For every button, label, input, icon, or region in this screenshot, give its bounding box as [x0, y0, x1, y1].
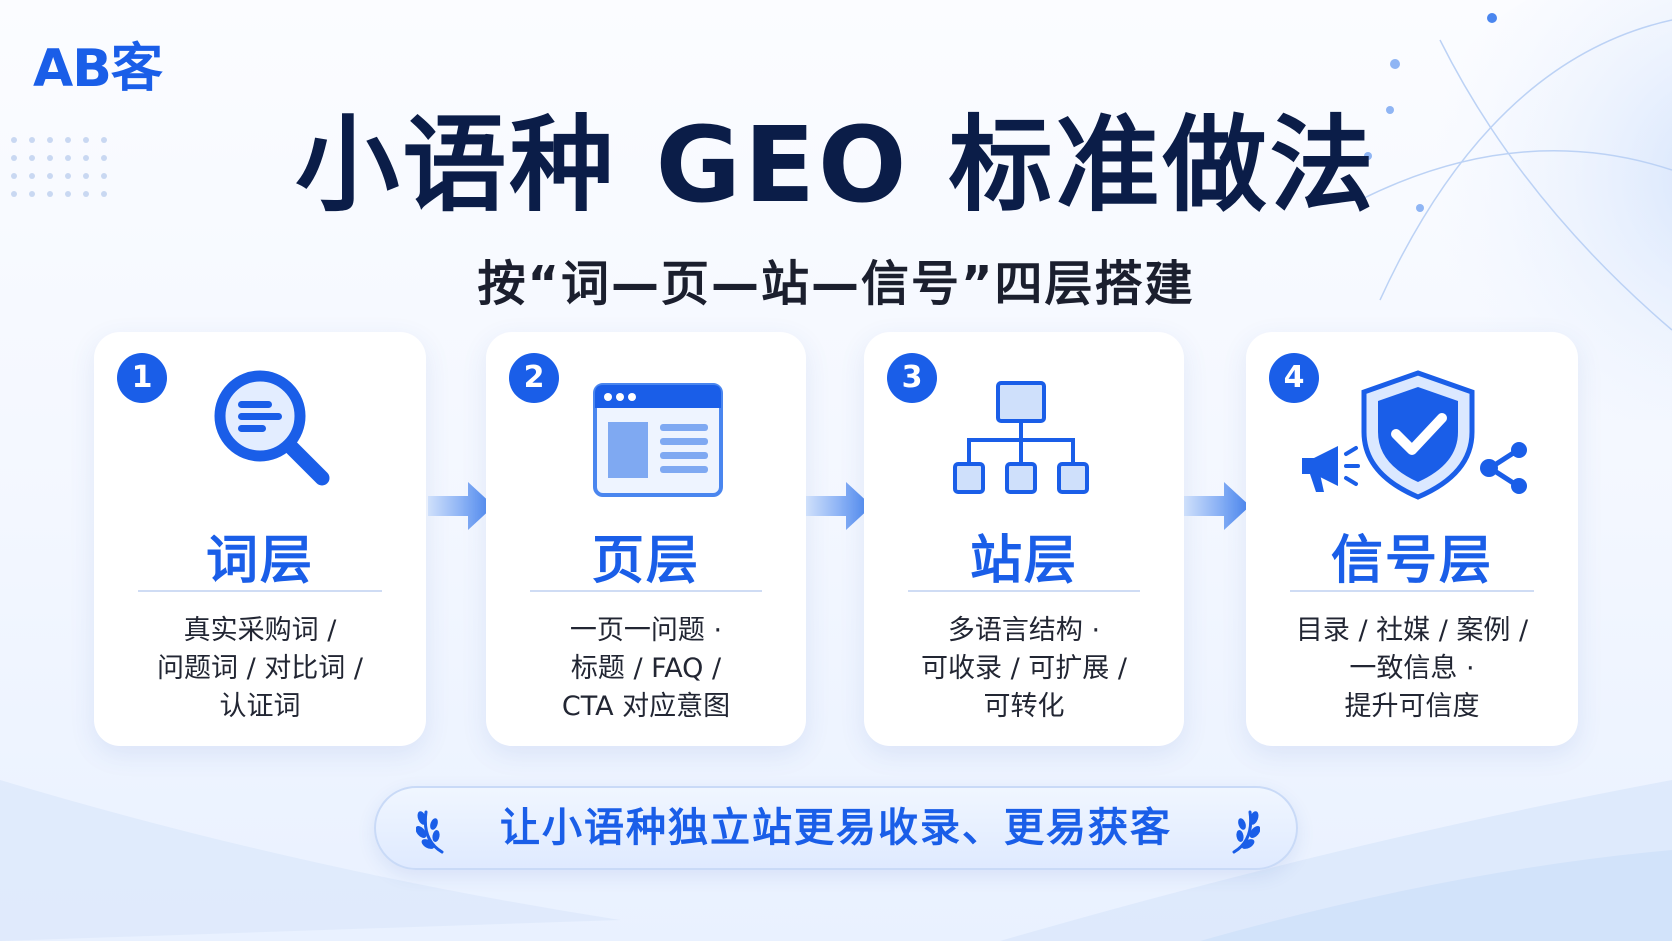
- step-card-4: 4 信号层 目录 / 社媒 / 案例 / 一致信息 · 提升可信度: [1246, 332, 1578, 746]
- description-line: 多语言结构 ·: [947, 615, 1101, 646]
- shield-check-icon: [1361, 370, 1475, 500]
- description-line: 一页一问题 ·: [569, 615, 723, 646]
- divider: [530, 590, 762, 592]
- step-card-3: 3 站层 多语言结构 · 可收录 / 可扩展 / 可转化: [864, 332, 1184, 746]
- megaphone-icon: [1302, 446, 1360, 492]
- step-title: 词层: [205, 531, 314, 591]
- step-card-1: 1 词层 真实采购词 / 问题词 / 对比词 / 认证词: [94, 332, 426, 746]
- description-line: 目录 / 社媒 / 案例 /: [1295, 615, 1529, 646]
- step-title: 页层: [591, 531, 700, 591]
- description-line: 可收录 / 可扩展 /: [921, 653, 1127, 684]
- brand-logo: AB客: [33, 39, 163, 99]
- step-description: 真实采购词 / 问题词 / 对比词 / 认证词: [94, 612, 426, 726]
- share-icon: [1480, 442, 1527, 494]
- footer-banner: 让小语种独立站更易收录、更易获客: [374, 786, 1298, 870]
- page-title: 小语种 GEO 标准做法: [295, 104, 1377, 226]
- description-line: 认证词: [219, 691, 301, 722]
- step-title: 站层: [969, 531, 1078, 591]
- page-subtitle: 按“词—页—站—信号”四层搭建: [477, 256, 1195, 312]
- description-line: 提升可信度: [1344, 691, 1480, 722]
- webpage-icon: [593, 383, 723, 497]
- divider: [138, 590, 382, 592]
- laurel-right-icon: [1232, 810, 1260, 854]
- step-title: 信号层: [1330, 531, 1493, 591]
- description-line: 问题词 / 对比词 /: [157, 653, 363, 684]
- arrow-right-icon: [1184, 482, 1250, 530]
- search-icon: [214, 370, 330, 486]
- step-description: 多语言结构 · 可收录 / 可扩展 / 可转化: [864, 612, 1184, 726]
- step-number-badge: 2: [509, 353, 559, 403]
- divider: [908, 590, 1140, 592]
- description-line: CTA 对应意图: [561, 691, 731, 722]
- arrow-right-icon: [428, 482, 494, 530]
- description-line: 标题 / FAQ /: [570, 653, 722, 684]
- arrow-right-icon: [806, 482, 872, 530]
- step-description: 一页一问题 · 标题 / FAQ / CTA 对应意图: [486, 612, 806, 726]
- step-number-badge: 1: [117, 353, 167, 403]
- description-line: 可转化: [983, 691, 1065, 722]
- step-card-2: 2 页层 一页一问题 · 标题 / FAQ / CTA 对应意图: [486, 332, 806, 746]
- description-line: 一致信息 ·: [1349, 653, 1475, 684]
- step-number-badge: 4: [1269, 353, 1319, 403]
- sitemap-icon: [953, 381, 1089, 494]
- laurel-left-icon: [416, 810, 444, 854]
- step-number-badge: 3: [887, 353, 937, 403]
- step-description: 目录 / 社媒 / 案例 / 一致信息 · 提升可信度: [1246, 612, 1578, 726]
- description-line: 真实采购词 /: [183, 615, 337, 646]
- banner-text: 让小语种独立站更易收录、更易获客: [500, 805, 1172, 851]
- divider: [1290, 590, 1534, 592]
